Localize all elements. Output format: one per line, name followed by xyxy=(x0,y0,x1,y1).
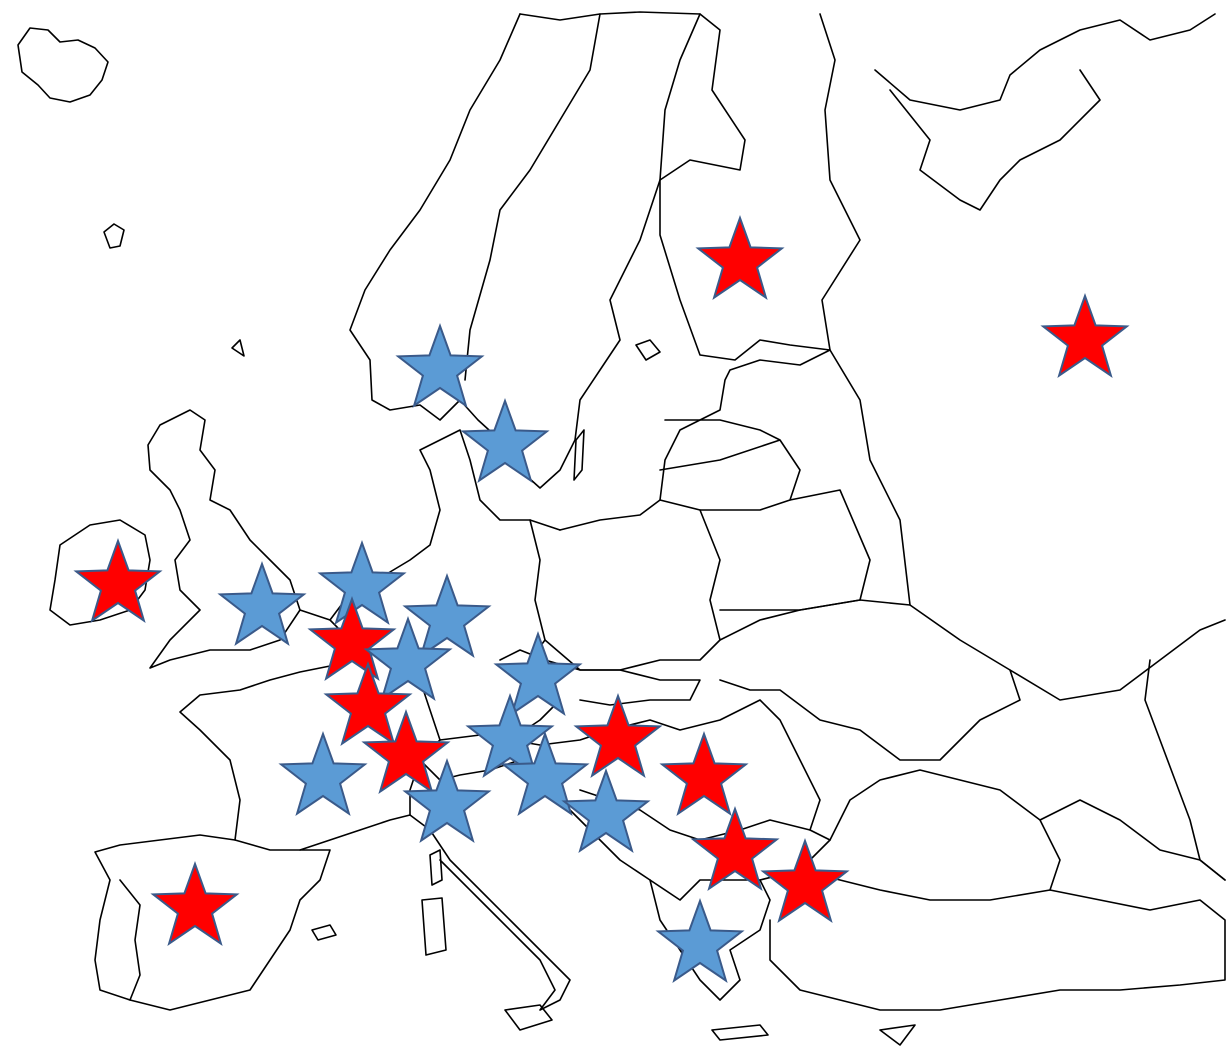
marker-romania-red-star xyxy=(659,731,749,816)
marker-france-blue-star xyxy=(278,731,368,816)
marker-turkey-red-star xyxy=(760,838,850,923)
marker-hungary-red-star xyxy=(573,693,663,778)
crete-outline xyxy=(711,1024,769,1041)
marker-belgium-red-star xyxy=(307,596,397,681)
sweden-finland-border xyxy=(659,13,701,181)
marker-austria-blue-star xyxy=(465,693,555,778)
cyprus-outline xyxy=(879,1024,916,1046)
marker-slovenia-croatia-blue-star xyxy=(500,731,590,816)
marker-norway-blue-star xyxy=(395,323,485,408)
marker-finland-red-star xyxy=(695,215,785,300)
marker-germany-south-blue-star xyxy=(363,616,453,701)
marker-czech-blue-star xyxy=(493,631,583,716)
marker-russia-red-star xyxy=(1040,293,1130,378)
ukraine-border xyxy=(719,599,1021,761)
caspian-outline xyxy=(1144,659,1226,881)
iceland-outline xyxy=(17,27,109,103)
caucasus-border xyxy=(1039,799,1226,881)
norway-sweden-border xyxy=(464,13,601,381)
sardinia-outline xyxy=(421,897,447,956)
great-britain-outline xyxy=(147,409,301,669)
black-sea-outline xyxy=(829,769,1061,891)
kola-outline xyxy=(874,13,1216,111)
marker-switzerland-red-star xyxy=(361,709,451,794)
scandinavia-outline xyxy=(519,11,861,361)
austria-hungary-border xyxy=(509,699,821,831)
sicily-outline xyxy=(504,1004,553,1031)
corsica-outline xyxy=(429,849,443,886)
poland-east-border xyxy=(544,499,721,671)
baltic-coast-outline xyxy=(559,349,831,531)
balearic-outline xyxy=(311,924,337,941)
marker-germany-north-blue-star xyxy=(402,573,492,658)
faroe-outline xyxy=(103,223,125,249)
gotland-outline xyxy=(573,429,585,481)
belarus-border xyxy=(719,489,871,611)
baltics-borders xyxy=(659,419,801,511)
turkey-outline xyxy=(769,869,1226,1011)
marker-layer xyxy=(73,215,1130,983)
czech-slovak-border xyxy=(544,659,701,706)
marker-ireland-red-star xyxy=(73,538,163,623)
shetland-outline xyxy=(231,339,245,357)
marker-sweden-blue-star xyxy=(460,398,550,483)
marker-luxembourg-red-star xyxy=(323,661,413,746)
marker-uk-blue-star xyxy=(217,561,307,646)
marker-greece-blue-star xyxy=(655,898,745,983)
marker-spain-red-star xyxy=(150,861,240,946)
white-sea-outline xyxy=(889,69,1101,211)
spain-portugal-border xyxy=(119,879,141,1001)
italy-outline xyxy=(409,814,571,1011)
marker-netherlands-blue-star xyxy=(317,540,407,625)
sweden-norway-coast xyxy=(349,13,661,489)
aland-outline xyxy=(635,339,661,361)
marker-italy-north-blue-star xyxy=(402,758,492,843)
marker-bosnia-blue-star xyxy=(561,768,651,853)
russia-west-border xyxy=(829,349,1226,701)
marker-bulgaria-red-star xyxy=(690,806,780,891)
